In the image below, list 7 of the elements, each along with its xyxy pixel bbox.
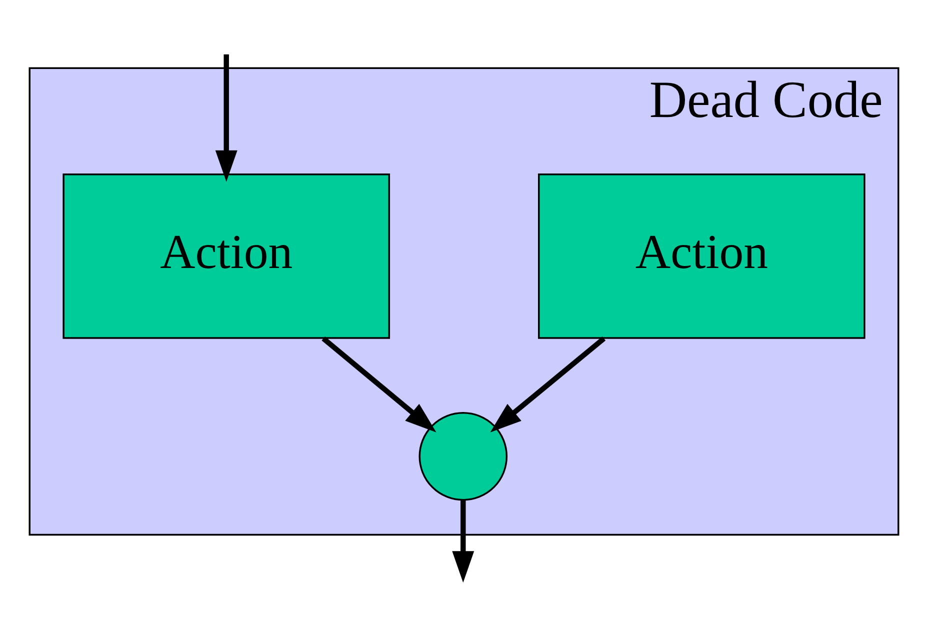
arrow bbox=[452, 500, 474, 583]
node-circle bbox=[418, 412, 508, 501]
node-box: Action bbox=[538, 173, 866, 339]
arrow bbox=[215, 54, 238, 182]
node-box: Action bbox=[62, 173, 390, 339]
arrow bbox=[490, 336, 606, 432]
arrow bbox=[322, 336, 436, 432]
